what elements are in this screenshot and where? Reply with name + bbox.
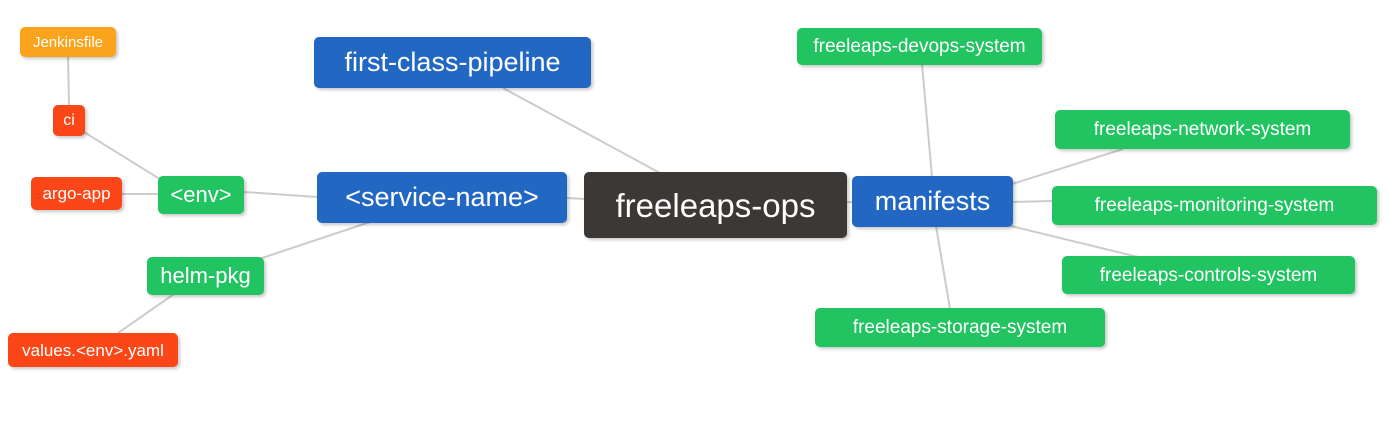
edge-jenkinsfile-ci <box>67 56 70 106</box>
node-helm-pkg[interactable]: helm-pkg <box>147 257 264 295</box>
node-jenkinsfile[interactable]: Jenkinsfile <box>20 27 116 57</box>
edge-helm-pkg-service-name <box>261 221 371 259</box>
edge-values-helm-pkg <box>117 293 175 334</box>
node-argo-app[interactable]: argo-app <box>31 177 122 210</box>
node-env[interactable]: <env> <box>158 176 244 214</box>
node-first-class-pipeline[interactable]: first-class-pipeline <box>314 37 591 88</box>
edge-manifests-devops <box>921 63 933 178</box>
node-ci[interactable]: ci <box>53 105 85 136</box>
node-freeleaps-storage-system[interactable]: freeleaps-storage-system <box>815 308 1105 347</box>
edge-pipeline-root <box>502 87 661 174</box>
node-service-name[interactable]: <service-name> <box>317 172 567 223</box>
node-values-env-yaml[interactable]: values.<env>.yaml <box>8 333 178 367</box>
edge-service-name-root <box>566 197 586 200</box>
node-freeleaps-ops[interactable]: freeleaps-ops <box>584 172 847 238</box>
edge-manifests-storage <box>935 225 951 310</box>
node-freeleaps-devops-system[interactable]: freeleaps-devops-system <box>797 28 1042 65</box>
node-freeleaps-controls-system[interactable]: freeleaps-controls-system <box>1062 256 1355 294</box>
node-freeleaps-monitoring-system[interactable]: freeleaps-monitoring-system <box>1052 186 1377 225</box>
edge-manifests-monitoring <box>1011 200 1054 203</box>
edge-manifests-controls <box>1010 225 1139 258</box>
edge-manifests-network <box>1011 148 1124 185</box>
node-freeleaps-network-system[interactable]: freeleaps-network-system <box>1055 110 1350 149</box>
edge-ci-env <box>83 131 164 182</box>
edge-env-service-name <box>243 191 318 198</box>
node-manifests[interactable]: manifests <box>852 176 1013 227</box>
